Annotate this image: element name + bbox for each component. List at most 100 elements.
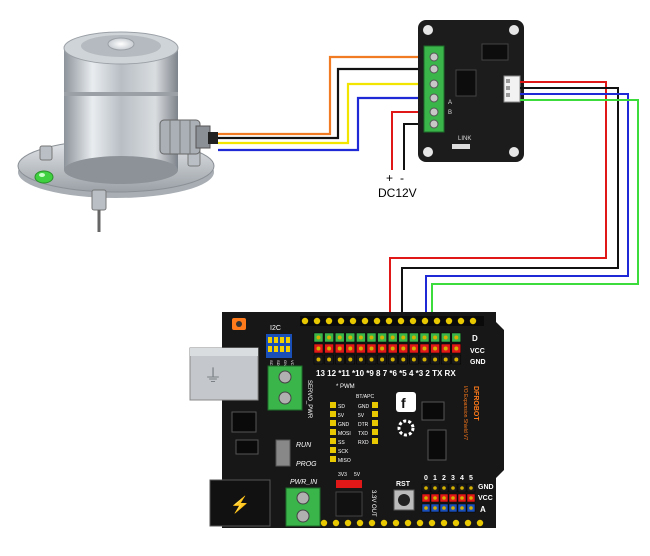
out-label: 3.3V OUT	[370, 490, 376, 517]
header-pin	[428, 519, 436, 527]
header-pin	[452, 519, 460, 527]
sensor-wires	[218, 55, 428, 152]
i2c-pin	[268, 337, 272, 343]
sensor-dome	[107, 37, 135, 51]
i2c-pin	[286, 337, 290, 343]
header-pin	[356, 519, 364, 527]
digital-gnd-label: GND	[470, 359, 486, 366]
analog-pin-number: 5	[469, 475, 473, 482]
bt-pin-label: MISO	[338, 458, 351, 464]
i2c-pin	[268, 346, 272, 352]
analog-gnd-label: GND	[478, 484, 494, 491]
header-pin	[368, 519, 376, 527]
wire-blue	[218, 96, 428, 152]
digital-vcc-label: VCC	[470, 348, 485, 355]
i2c-pin	[286, 346, 290, 352]
bt-pin-label: MOSI	[338, 431, 351, 437]
bt-pin-label: 5V	[358, 413, 365, 419]
header-pin	[457, 317, 465, 325]
wire-yellow	[218, 82, 428, 145]
analog-pin-number: 0	[424, 475, 428, 482]
bt-pin-label: 5V	[338, 413, 345, 419]
i2c-pin	[274, 346, 278, 352]
header-pin	[476, 519, 484, 527]
header-pin	[404, 519, 412, 527]
bt-pin-label: SS	[338, 440, 345, 446]
terminal-block	[423, 45, 445, 133]
header-pin	[325, 317, 333, 325]
d-label: D	[472, 334, 478, 343]
v33-label: 3V3	[338, 472, 347, 478]
header-pin	[380, 519, 388, 527]
header-pin	[301, 317, 309, 325]
wire-power-red	[391, 111, 428, 170]
analog-pin-number: 3	[451, 475, 455, 482]
bubble-level	[34, 170, 54, 184]
svg-text:f: f	[401, 395, 406, 411]
analog-pin-number: 2	[442, 475, 446, 482]
i2c-pin-label: VCC	[290, 360, 295, 369]
header-pin	[464, 519, 472, 527]
run-prog-switch[interactable]	[275, 439, 291, 467]
header-pin	[469, 317, 477, 325]
usb-icon: ⏚	[204, 366, 222, 386]
header-pin	[332, 519, 340, 527]
i2c-pin-label: GND	[283, 360, 288, 369]
wire-signal-blue	[425, 93, 629, 336]
bt-pin-label: GND	[358, 404, 370, 410]
module-chip	[455, 69, 477, 97]
i2c-pin-label: SCL	[269, 360, 274, 369]
header-pin	[433, 317, 441, 325]
module-pin-label-a: A	[448, 100, 452, 106]
bt-pin	[330, 429, 336, 435]
digital-pin-numbers: 13 12 *11 *10 *9 8 7 *6 *5 4 *3 2 TX RX	[316, 369, 456, 378]
bt-pin	[372, 402, 378, 408]
header-pin	[361, 317, 369, 325]
header-pin	[373, 317, 381, 325]
brand-label: DFROBOT	[472, 386, 479, 421]
bt-pin	[372, 411, 378, 417]
header-pin	[397, 317, 405, 325]
leveling-screw	[91, 189, 107, 211]
power-jack	[209, 479, 271, 527]
bt-pin-label: DTR	[358, 422, 369, 428]
header-pin	[337, 317, 345, 325]
header-pin	[385, 317, 393, 325]
i2c-label: I2C	[270, 325, 281, 332]
header-pin	[344, 519, 352, 527]
leveling-screw	[39, 145, 53, 161]
signal-wires	[389, 81, 639, 344]
power-supply-label: DC12V	[378, 186, 417, 200]
header-pin	[416, 519, 424, 527]
header-pin	[392, 519, 400, 527]
i2c-pin-label: SDA	[276, 360, 281, 369]
gear-icon	[397, 419, 415, 437]
analog-pin-number: 4	[460, 475, 464, 482]
bt-apc-label: BT/APC	[356, 394, 374, 400]
bt-pin	[330, 447, 336, 453]
analog-pin-number: 1	[433, 475, 437, 482]
pwr-in-label: PWR_IN	[290, 479, 318, 486]
i2c-pin	[280, 346, 284, 352]
bt-pin	[330, 456, 336, 462]
bt-pin-label: RXD	[358, 440, 369, 446]
header-pin	[349, 317, 357, 325]
header-pin	[440, 519, 448, 527]
wire-black	[218, 67, 428, 140]
i2c-pin	[274, 337, 278, 343]
voltage-jumper[interactable]	[336, 480, 362, 488]
rs485-adapter-module: A B LINK	[418, 20, 524, 162]
bt-pin	[330, 438, 336, 444]
sensor-body	[64, 48, 178, 170]
bt-pin-label: TXD	[358, 431, 368, 437]
wire-signal-black	[401, 87, 619, 344]
bt-pin-label: GND	[338, 422, 350, 428]
wire-orange	[218, 55, 428, 136]
prog-label: PROG	[296, 461, 317, 468]
svg-text:⚡: ⚡	[230, 495, 250, 514]
i2c-pin	[280, 337, 284, 343]
dfrobot-logo-icon	[396, 392, 416, 412]
